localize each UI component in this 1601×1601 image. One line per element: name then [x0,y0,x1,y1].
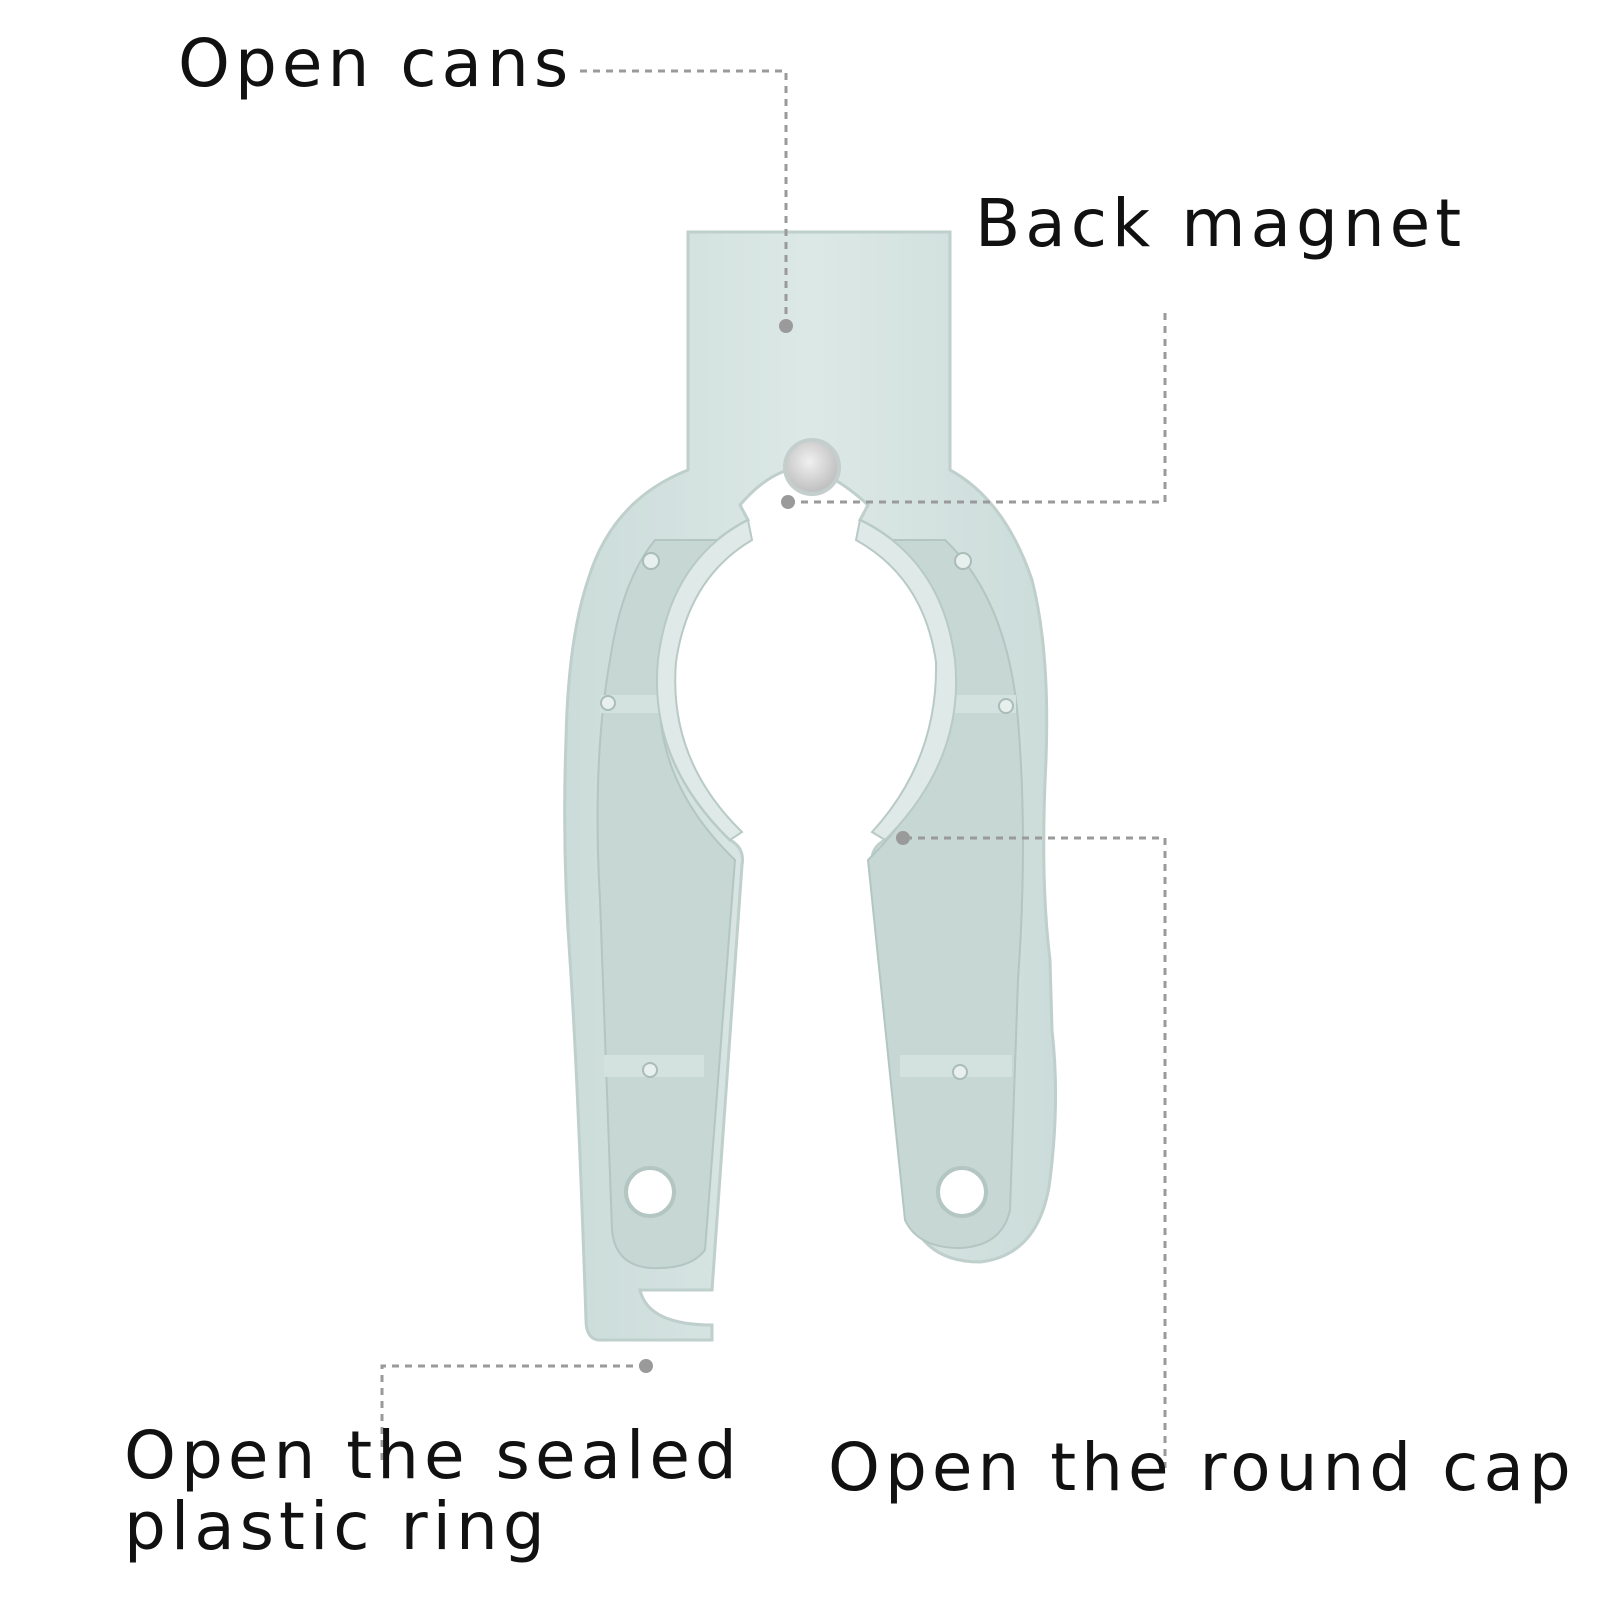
magnet-icon [783,438,841,496]
anchor-dot [896,831,910,845]
rivet [642,1062,658,1078]
right-lanyard-hole [936,1166,988,1218]
leader-round-cap [905,836,1167,1468]
leader-back-magnet [788,310,1167,504]
rivet [998,698,1014,714]
label-sealed-line2: plastic ring [124,1488,550,1566]
leader-lines [380,69,1167,1468]
rib-left-upper [600,695,665,713]
label-sealed-plastic-ring: Open the sealed plastic ring [124,1420,742,1563]
left-lanyard-hole [624,1166,676,1218]
rivet [642,552,660,570]
grip-ring [854,518,958,842]
rivet [600,695,616,711]
label-round-cap: Open the round cap [828,1429,1576,1506]
label-back-magnet: Back magnet [975,185,1467,262]
rivet [952,1064,968,1080]
rivet [954,552,972,570]
anchor-dot [779,319,793,333]
leader-open-cans [580,69,788,326]
anchor-dot [639,1359,653,1373]
leader-sealed-ring [380,1364,646,1462]
label-sealed-line1: Open the sealed [124,1417,742,1494]
label-open-cans: Open cans [178,25,574,102]
anchor-dot [781,495,795,509]
grip-ring [655,518,754,842]
